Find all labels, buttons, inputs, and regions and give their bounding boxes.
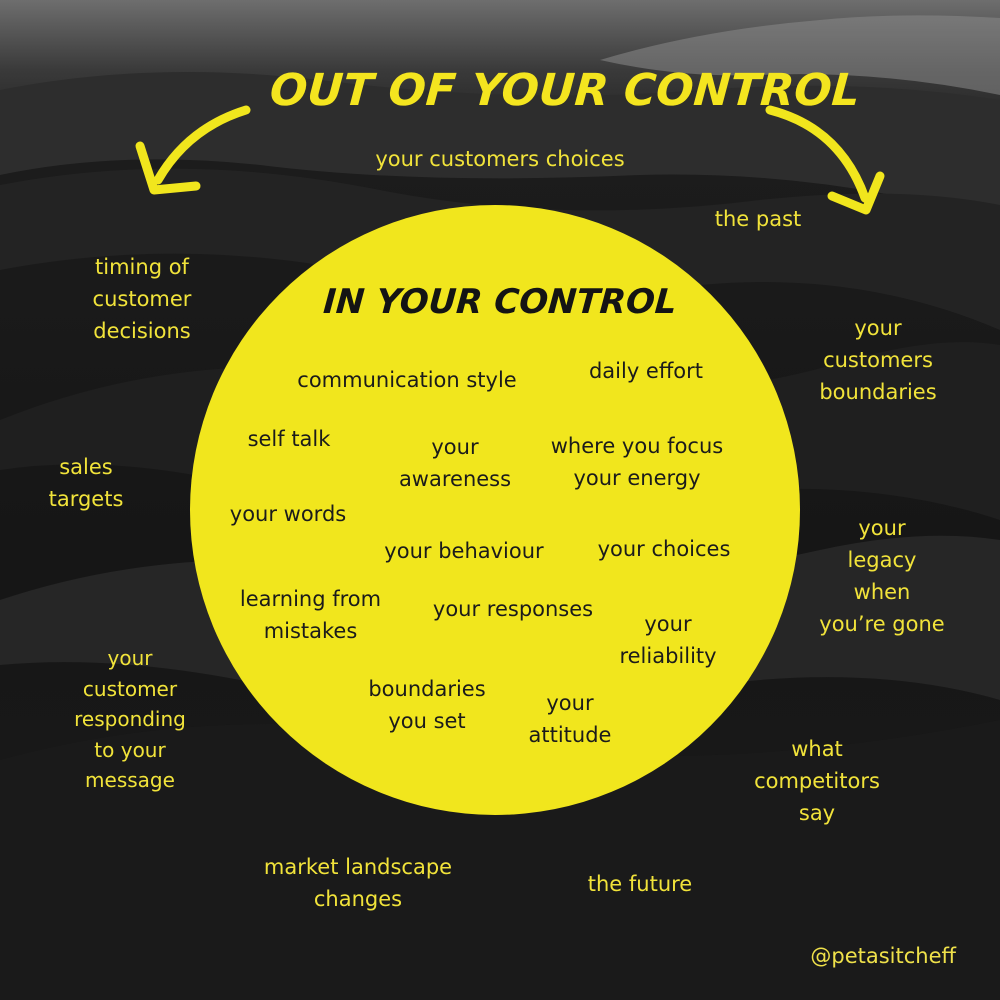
out-control-item: timing of customer decisions (78, 251, 206, 347)
out-control-item: your customers choices (360, 143, 640, 175)
out-control-item: your legacy when you’re gone (812, 512, 952, 640)
in-control-item: learning from mistakes (228, 583, 393, 647)
in-control-item: your awareness (380, 431, 530, 495)
in-control-item: your words (218, 498, 358, 530)
out-of-control-title: OUT OF YOUR CONTROL (268, 58, 743, 124)
out-control-item: what competitors say (742, 733, 892, 829)
in-control-item: self talk (229, 423, 349, 455)
in-control-item: your behaviour (374, 535, 554, 567)
out-control-item: sales targets (38, 451, 134, 515)
out-control-item: market landscape changes (250, 851, 466, 915)
out-control-item: your customers boundaries (808, 312, 948, 408)
in-control-item: your reliability (606, 608, 730, 672)
in-control-item: daily effort (566, 355, 726, 387)
in-control-item: your responses (418, 593, 608, 625)
curved-arrow-down-left-icon (128, 98, 258, 210)
in-control-item: communication style (277, 364, 537, 396)
in-control-item: your choices (584, 533, 744, 565)
in-control-item: where you focus your energy (537, 430, 737, 494)
author-handle: @petasitcheff (756, 940, 956, 972)
in-control-item: boundaries you set (357, 673, 497, 737)
in-control-title: IN YOUR CONTROL (318, 272, 682, 332)
out-control-item: the future (572, 868, 708, 900)
in-control-item: your attitude (515, 687, 625, 751)
out-control-item: the past (698, 203, 818, 235)
out-control-item: your customer responding to your message (68, 643, 192, 796)
